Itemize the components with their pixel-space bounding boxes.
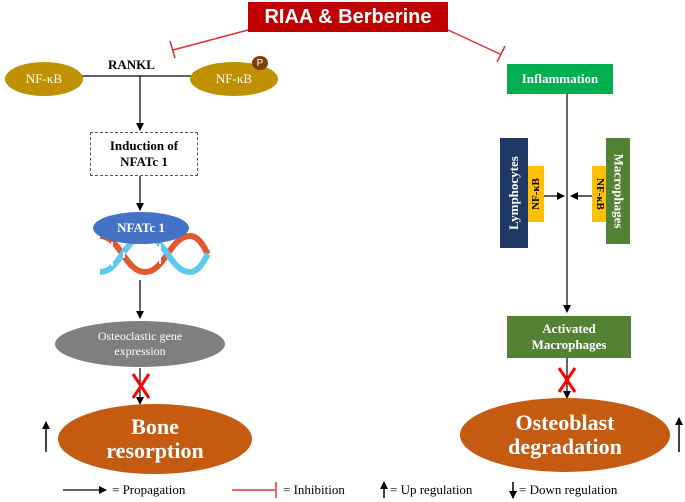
bone-resorption-node: Bone resorption [58, 404, 252, 474]
nfkb-left-label: NF-κB [25, 71, 63, 86]
lymphocytes-box: Lymphocytes [500, 138, 528, 248]
nfkb-right-label: NF-κB [215, 71, 253, 86]
bone-resorption-label: Bone resorption [106, 414, 204, 463]
legend-inhibition: = Inhibition [283, 482, 345, 497]
legend-up-regulation: = Up regulation [390, 482, 473, 497]
phospho-label: P [256, 57, 264, 69]
macrophages-box: Macrophages [606, 138, 630, 244]
nfkb-macro-label: NF-κB [594, 178, 606, 210]
induction-label: Induction of NFATc 1 [109, 138, 179, 169]
gene-expression-node: Osteoclastic gene expression [55, 321, 225, 367]
phospho-badge: P [252, 56, 268, 70]
induction-box: Induction of NFATc 1 [90, 132, 198, 176]
nfkb-lymph-label: NF-κB [530, 178, 542, 210]
macrophages-label: Macrophages [611, 153, 626, 229]
legend-down-regulation: = Down regulation [519, 482, 618, 497]
activated-macrophages-box: Activated Macrophages [507, 316, 631, 358]
title-text: RIAA & Berberine [264, 5, 432, 28]
legend-propagation: = Propagation [112, 482, 186, 497]
osteoblast-degradation-node: Osteoblast degradation [460, 398, 670, 472]
inflammation-label: Inflammation [521, 71, 599, 86]
nfkb-lymph-box: NF-κB [528, 166, 544, 222]
nfkb-left-node: NF-κB [5, 62, 83, 96]
activated-macrophages-label: Activated Macrophages [531, 321, 607, 352]
inflammation-box: Inflammation [507, 64, 613, 94]
block-x-right [557, 367, 577, 393]
lymphocytes-label: Lymphocytes [506, 156, 522, 230]
rankl-label: RANKL [108, 57, 155, 72]
gene-expression-label: Osteoclastic gene expression [97, 329, 183, 358]
inhibition-to-rankl [169, 29, 249, 59]
nfatc1-label: NFATc 1 [117, 220, 165, 235]
dna-helix-icon [99, 232, 211, 276]
inhibition-to-inflammation [447, 29, 506, 63]
title-box: RIAA & Berberine [248, 2, 448, 32]
block-x-left [131, 373, 151, 399]
osteoblast-degradation-label: Osteoblast degradation [508, 410, 622, 459]
nfatc1-node: NFATc 1 [93, 212, 189, 244]
legend-inhibition-line [232, 482, 277, 498]
nfkb-macro-box: NF-κB [592, 166, 608, 222]
